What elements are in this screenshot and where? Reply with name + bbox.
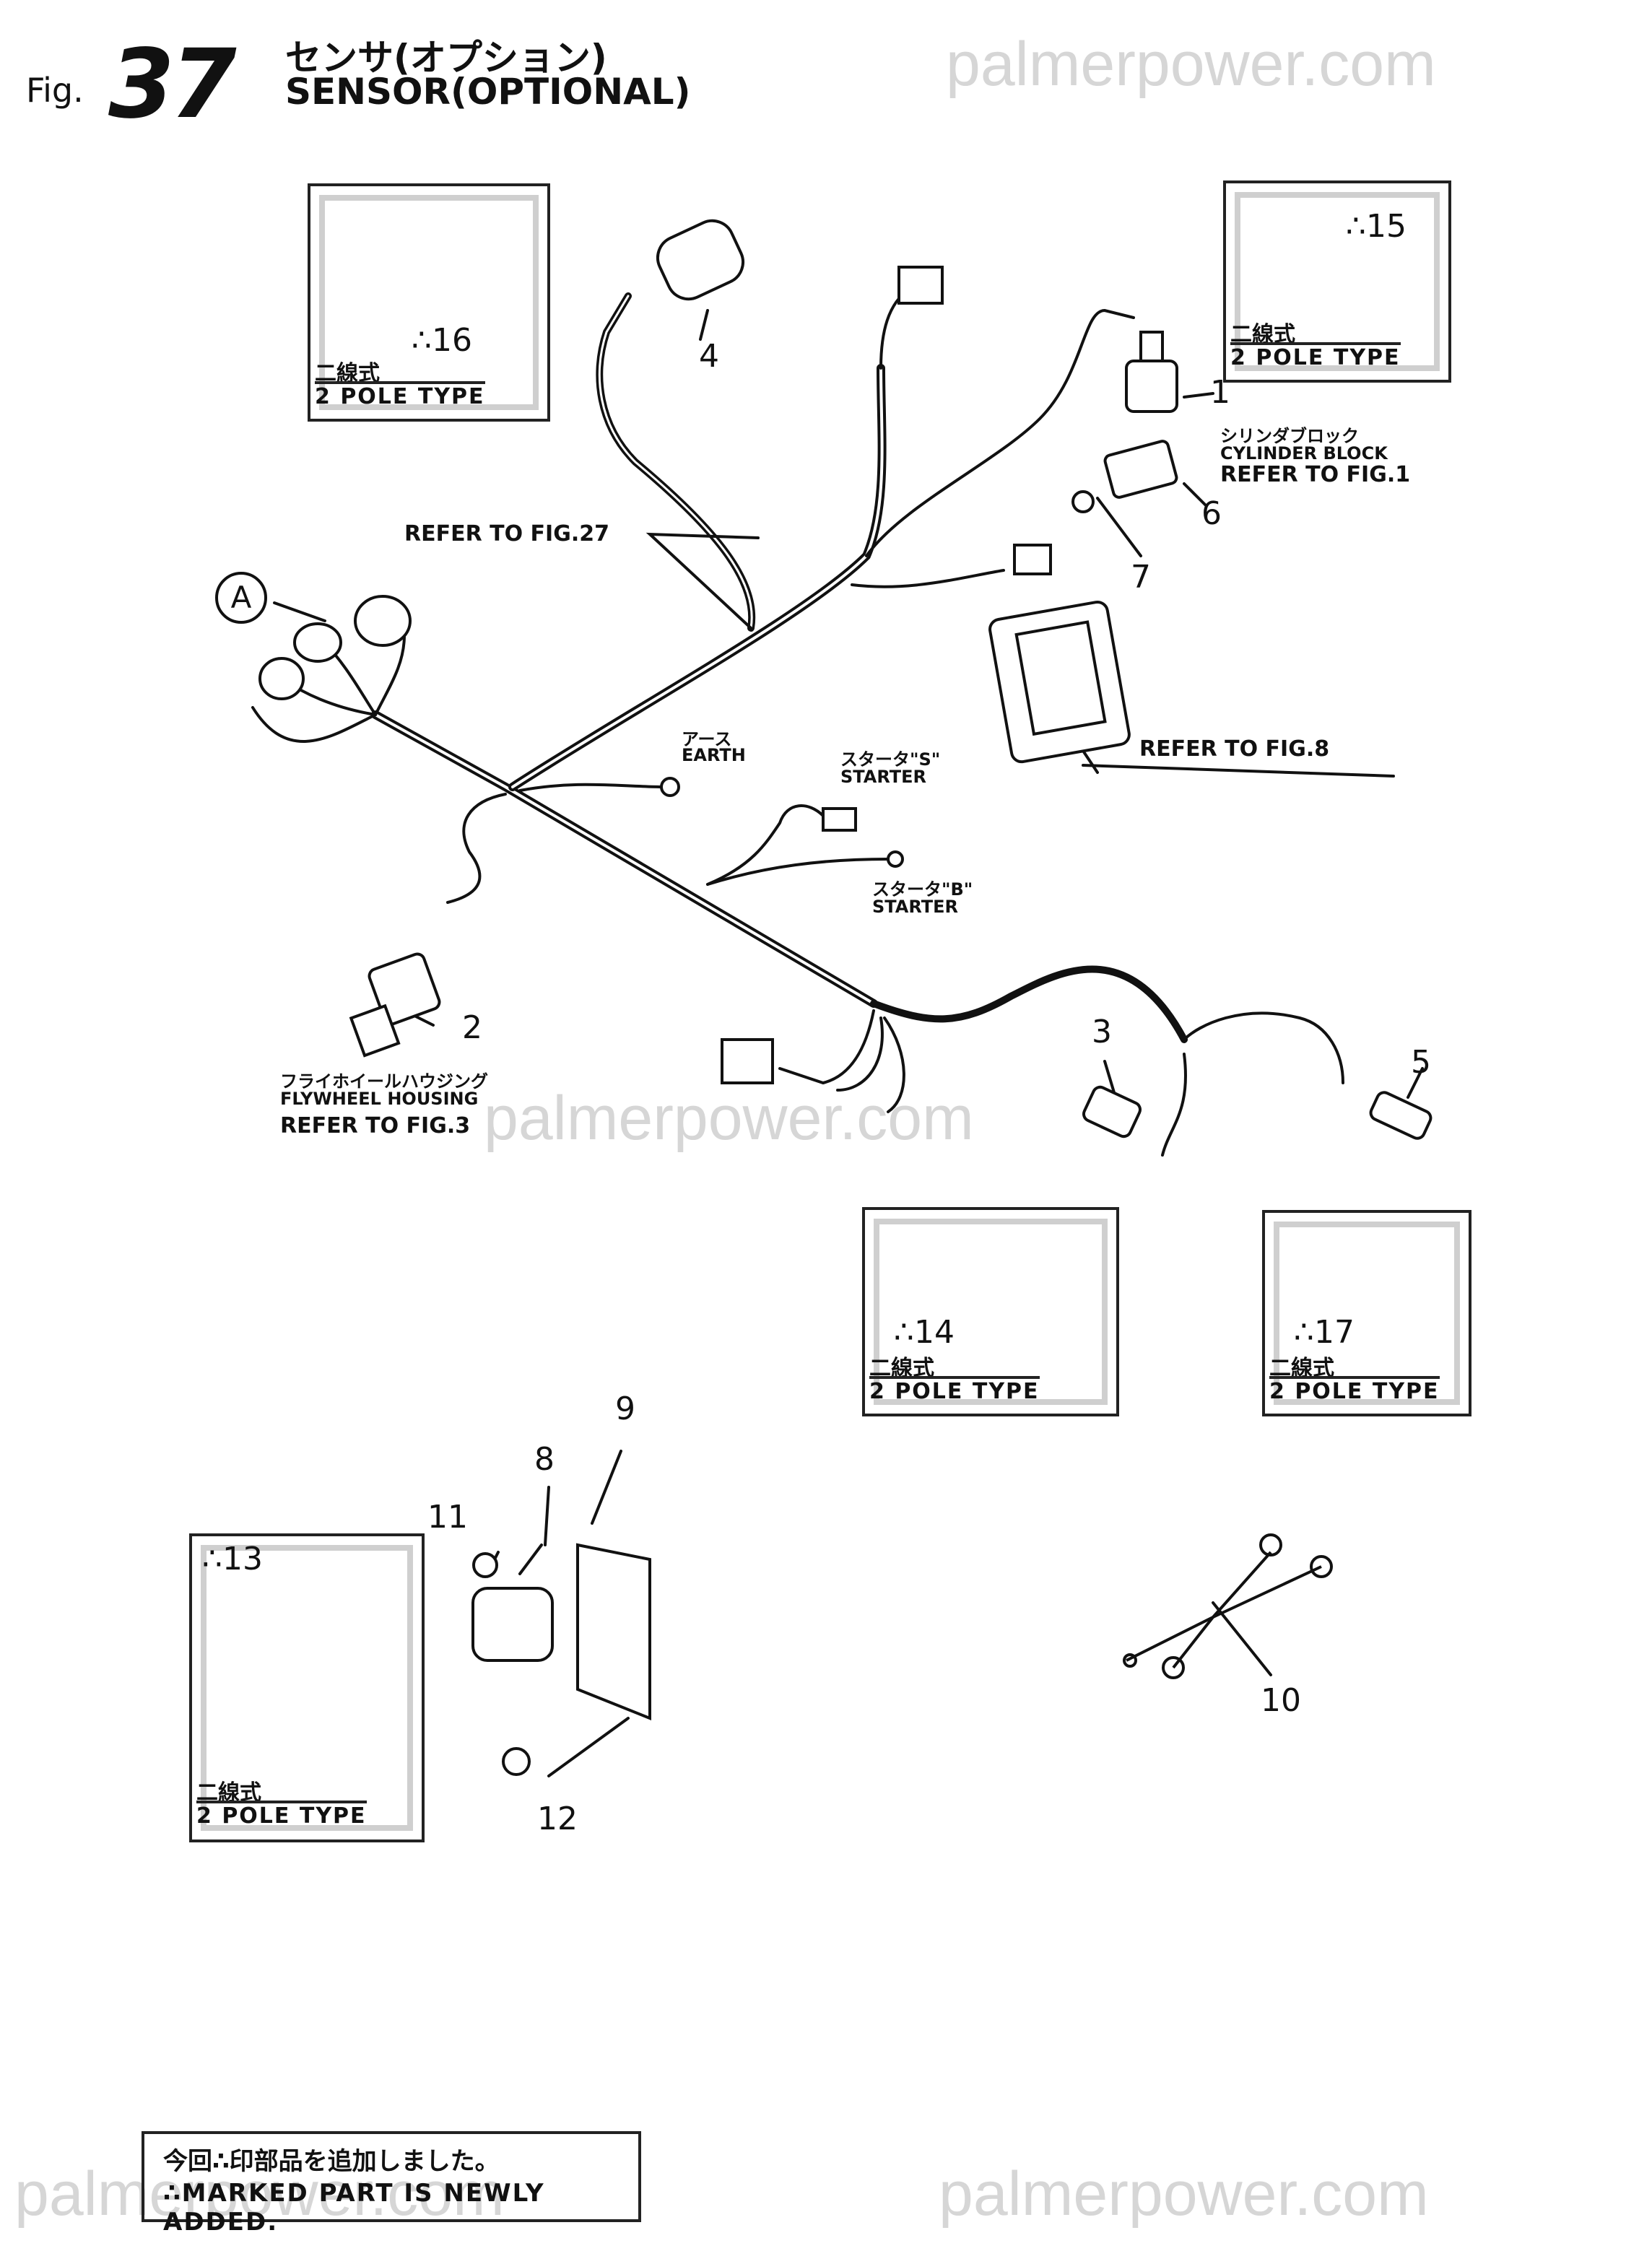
refer-fig1-label: REFER TO FIG.1: [1220, 462, 1411, 487]
option-box-16: ∴16 二線式 2 POLE TYPE: [308, 183, 550, 422]
option-box-14-en: 2 POLE TYPE: [869, 1376, 1040, 1404]
option-box-15-mark: ∴15: [1346, 208, 1407, 245]
option-box-17-mark: ∴17: [1294, 1314, 1355, 1351]
option-box-13-mark: ∴13: [202, 1541, 263, 1577]
option-box-17: ∴17 二線式 2 POLE TYPE: [1262, 1210, 1471, 1416]
refer-fig8-label: REFER TO FIG.8: [1139, 736, 1330, 762]
part-number-5: 5: [1411, 1044, 1431, 1081]
starter-b-jp: スタータ"B": [872, 879, 973, 900]
fig-prefix: Fig.: [26, 71, 84, 110]
part-number-4: 4: [699, 338, 719, 375]
refer-fig3-label: REFER TO FIG.3: [280, 1113, 471, 1138]
watermark-middle: palmerpower.com: [484, 1084, 974, 1153]
cylinder-block-en: CYLINDER BLOCK: [1220, 443, 1388, 463]
watermark-top: palmerpower.com: [946, 30, 1436, 99]
cylinder-block-jp: シリンダブロック: [1220, 426, 1359, 446]
title-english: SENSOR(OPTIONAL): [285, 71, 691, 113]
starter-s-jp: スタータ"S": [840, 749, 941, 770]
option-box-16-mark: ∴16: [412, 322, 472, 359]
flywheel-housing-en: FLYWHEEL HOUSING: [280, 1089, 479, 1109]
option-box-17-en: 2 POLE TYPE: [1269, 1376, 1440, 1404]
part-number-11: 11: [427, 1499, 468, 1536]
marker-a: A: [215, 572, 267, 624]
option-box-14: ∴14 二線式 2 POLE TYPE: [862, 1207, 1119, 1416]
earth-en: EARTH: [682, 745, 746, 765]
part-number-8: 8: [534, 1441, 555, 1478]
footnote-box: 今回∴印部品を追加しました。 ∴MARKED PART IS NEWLY ADD…: [142, 2131, 641, 2237]
earth-jp: アース: [682, 729, 732, 749]
option-box-14-mark: ∴14: [894, 1314, 955, 1351]
refer-fig27-label: REFER TO FIG.27: [404, 521, 609, 547]
part-number-10: 10: [1261, 1682, 1301, 1719]
part-number-12: 12: [537, 1801, 578, 1837]
footnote-jp: 今回∴印部品を追加しました。: [163, 2147, 500, 2176]
option-box-15: ∴15 二線式 2 POLE TYPE: [1223, 180, 1451, 383]
option-box-16-en: 2 POLE TYPE: [315, 381, 485, 409]
flywheel-housing-jp: フライホイールハウジング: [280, 1071, 488, 1092]
watermark-bottom-right: palmerpower.com: [939, 2159, 1429, 2229]
option-box-13-en: 2 POLE TYPE: [196, 1801, 367, 1829]
footnote-en: ∴MARKED PART IS NEWLY ADDED.: [163, 2179, 545, 2237]
fig-number: 37: [108, 29, 237, 140]
title-japanese: センサ(オプション): [285, 37, 607, 79]
watermark-bottom-left: palmerpower.com: [14, 2159, 505, 2229]
option-box-15-en: 2 POLE TYPE: [1230, 342, 1401, 370]
part-number-7: 7: [1131, 559, 1151, 596]
starter-b-en: STARTER: [872, 897, 959, 917]
starter-s-en: STARTER: [840, 767, 927, 787]
part-number-2: 2: [462, 1009, 482, 1046]
part-number-3: 3: [1092, 1014, 1112, 1050]
option-box-13: ∴13 二線式 2 POLE TYPE: [189, 1533, 425, 1842]
part-number-6: 6: [1201, 495, 1222, 532]
part-number-9: 9: [615, 1390, 635, 1427]
